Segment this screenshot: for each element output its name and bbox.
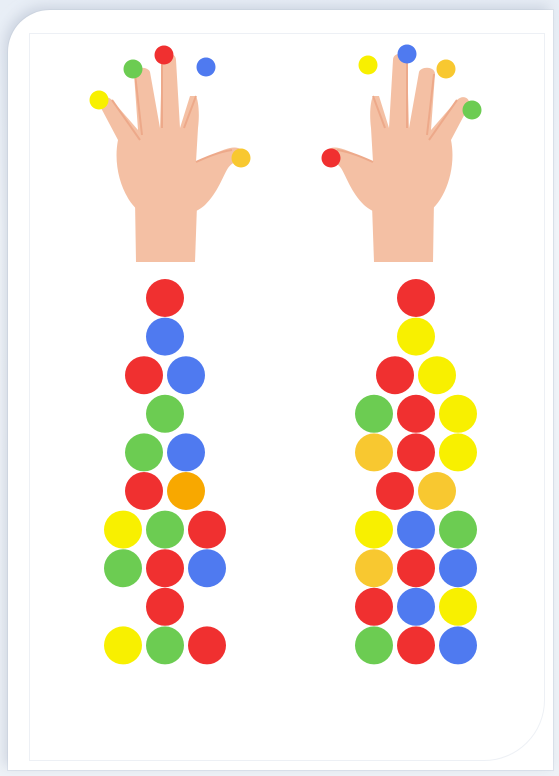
left-seq-row7-dot3 [188,511,226,549]
left-index-tip-dot [197,58,216,77]
right-seq-row9-dot1 [355,588,393,626]
right-seq-row9-dot3 [439,588,477,626]
right-seq-row8-dot1 [355,549,393,587]
left-ring-tip-dot [124,60,143,79]
right-seq-row10-dot1 [355,626,393,664]
right-seq-row10-dot2 [397,626,435,664]
right-hand-sequence [355,279,477,664]
left-seq-row7-dot1 [104,511,142,549]
right-seq-row3-dot2 [418,356,456,394]
left-seq-row8-dot2 [146,549,184,587]
right-seq-row5-dot3 [439,433,477,471]
right-seq-row2-dot1 [397,318,435,356]
right-seq-row10-dot3 [439,626,477,664]
left-seq-row2-dot1 [146,318,184,356]
right-middle-tip-dot [398,45,417,64]
left-hand-icon [100,54,245,262]
left-seq-row8-dot1 [104,549,142,587]
right-seq-row6-dot2 [418,472,456,510]
right-seq-row7-dot2 [397,511,435,549]
left-seq-row9-dot1 [146,588,184,626]
right-seq-row4-dot1 [355,395,393,433]
left-seq-row6-dot2 [167,472,205,510]
left-seq-row3-dot2 [167,356,205,394]
left-seq-row4-dot1 [146,395,184,433]
left-seq-row8-dot3 [188,549,226,587]
left-seq-row5-dot1 [125,433,163,471]
right-seq-row6-dot1 [376,472,414,510]
left-seq-row1-dot1 [146,279,184,317]
right-seq-row4-dot2 [397,395,435,433]
right-ring-tip-dot [437,60,456,79]
right-seq-row5-dot1 [355,433,393,471]
left-seq-row7-dot2 [146,511,184,549]
right-hand-icon [325,54,470,262]
right-index-tip-dot [359,56,378,75]
left-thumb-tip-dot [232,149,251,168]
right-seq-row7-dot1 [355,511,393,549]
right-seq-row5-dot2 [397,433,435,471]
right-thumb-tip-dot [322,149,341,168]
right-seq-row8-dot2 [397,549,435,587]
left-seq-row6-dot1 [125,472,163,510]
right-seq-row7-dot3 [439,511,477,549]
right-seq-row4-dot3 [439,395,477,433]
left-seq-row10-dot1 [104,626,142,664]
left-seq-row5-dot2 [167,433,205,471]
left-hand-sequence [104,279,226,664]
right-seq-row8-dot3 [439,549,477,587]
right-pinky-tip-dot [463,101,482,120]
left-seq-row10-dot3 [188,626,226,664]
left-seq-row10-dot2 [146,626,184,664]
left-middle-tip-dot [155,46,174,65]
right-seq-row1-dot1 [397,279,435,317]
right-seq-row3-dot1 [376,356,414,394]
right-seq-row9-dot2 [397,588,435,626]
left-seq-row3-dot1 [125,356,163,394]
left-pinky-tip-dot [90,91,109,110]
